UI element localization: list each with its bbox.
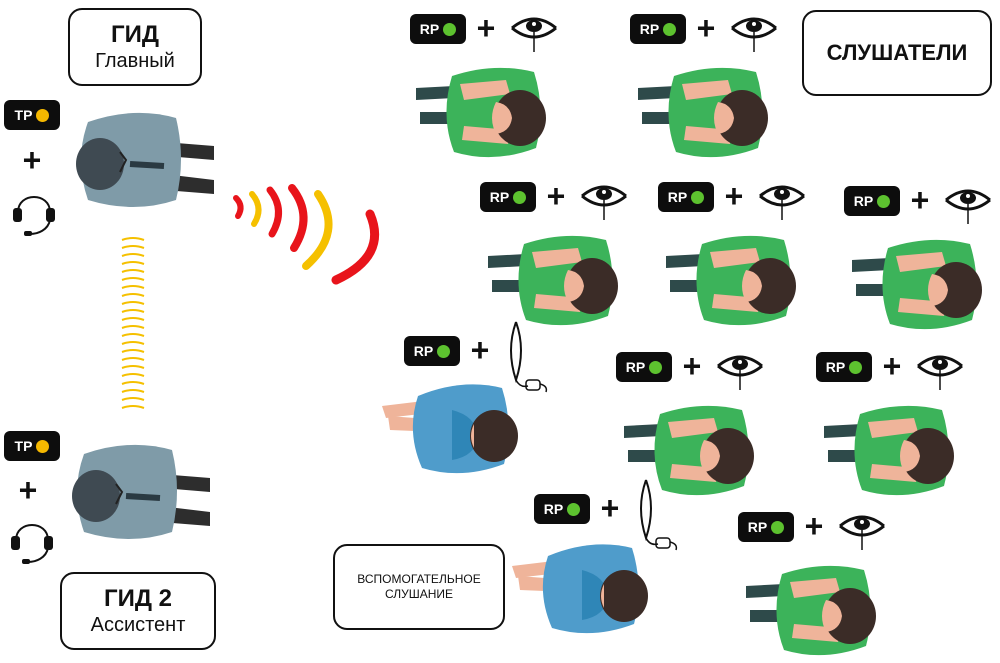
receiver-badge-text: RP <box>825 359 846 375</box>
listener-person <box>638 67 768 158</box>
plus-sign: + <box>910 182 930 218</box>
listener-person <box>824 405 954 496</box>
receiver-badge: RP <box>534 494 590 524</box>
headset-icon <box>11 524 53 564</box>
listener-person <box>746 565 876 656</box>
guide-main-label: ГИД Главный <box>68 8 202 86</box>
earpiece-icon <box>581 185 627 220</box>
receiver-dot <box>663 22 677 36</box>
receiver-badge: RP <box>410 14 466 44</box>
receiver-badge-text: RP <box>853 193 874 209</box>
listener-person <box>488 235 618 326</box>
earpiece-icon <box>839 515 885 550</box>
transmitter-dot <box>36 108 50 122</box>
guide-main-subtitle: Главный <box>95 50 175 72</box>
guide-assistant-subtitle: Ассистент <box>90 614 186 636</box>
transmitter-badge-assistant: TP <box>4 431 60 461</box>
plus-sign: + <box>476 10 496 46</box>
headset-icon <box>13 196 55 236</box>
earpiece-icon <box>717 355 763 390</box>
receiver-badge: RP <box>404 336 460 366</box>
listeners-label: СЛУШАТЕЛИ <box>802 10 992 96</box>
guide-link-waves <box>121 237 145 409</box>
plus-sign: + <box>600 490 620 526</box>
earpiece-icon <box>917 355 963 390</box>
assistive-listener-person <box>382 384 518 474</box>
transmitter-badge-text: TP <box>14 107 33 123</box>
receiver-badge: RP <box>816 352 872 382</box>
receiver-dot <box>567 502 581 516</box>
plus-sign: + <box>546 178 566 214</box>
transmitter-badge-main: TP <box>4 100 60 130</box>
plus-sign: + <box>724 178 744 214</box>
receiver-dot <box>877 194 891 208</box>
receiver-dot <box>771 520 785 534</box>
guide-assistant-label: ГИД 2 Ассистент <box>60 572 216 650</box>
earpiece-icon <box>759 185 805 220</box>
receiver-badge-text: RP <box>489 189 510 205</box>
guide-assistant-person <box>72 444 210 539</box>
guide-assistant-title: ГИД 2 <box>104 585 172 612</box>
receiver-badge: RP <box>738 512 794 542</box>
receiver-badge: RP <box>616 352 672 382</box>
plus-sign: + <box>22 142 42 178</box>
assistive-listener-person <box>512 544 648 634</box>
receiver-dot <box>513 190 527 204</box>
earpiece-icon <box>731 17 777 52</box>
plus-sign: + <box>696 10 716 46</box>
guide-main-title: ГИД <box>111 21 159 48</box>
earpiece-icon <box>511 17 557 52</box>
receiver-badge-text: RP <box>639 21 660 37</box>
listener-person <box>666 235 796 326</box>
receiver-badge: RP <box>658 182 714 212</box>
receiver-dot <box>437 344 451 358</box>
receiver-badge-text: RP <box>667 189 688 205</box>
plus-sign: + <box>470 332 490 368</box>
receiver-dot <box>849 360 863 374</box>
listeners-title: СЛУШАТЕЛИ <box>826 40 968 65</box>
receiver-dot <box>691 190 705 204</box>
receiver-dot <box>649 360 663 374</box>
receiver-badge-text: RP <box>413 343 434 359</box>
receiver-badge-text: RP <box>419 21 440 37</box>
broadcast-waves <box>233 184 379 285</box>
neckloop-icon <box>640 479 678 551</box>
receiver-badge-text: RP <box>747 519 768 535</box>
receiver-badge-text: RP <box>625 359 646 375</box>
transmitter-badge-text: TP <box>14 438 33 454</box>
guide-main-person <box>76 112 214 207</box>
plus-sign: + <box>804 508 824 544</box>
plus-sign: + <box>18 472 38 508</box>
receiver-dot <box>443 22 457 36</box>
receiver-badge: RP <box>480 182 536 212</box>
receiver-badge: RP <box>844 186 900 216</box>
listener-person <box>852 239 982 330</box>
receiver-badge-text: RP <box>543 501 564 517</box>
neckloop-icon <box>510 321 548 393</box>
plus-sign: + <box>882 348 902 384</box>
earpiece-icon <box>945 189 991 224</box>
listener-person <box>624 405 754 496</box>
receiver-badge: RP <box>630 14 686 44</box>
transmitter-dot <box>36 439 50 453</box>
listener-person <box>416 67 546 158</box>
plus-sign: + <box>682 348 702 384</box>
assistive-listening-label: ВСПОМОГАТЕЛЬНОЕ СЛУШАНИЕ <box>333 544 505 630</box>
assistive-listening-text: ВСПОМОГАТЕЛЬНОЕ СЛУШАНИЕ <box>357 572 481 601</box>
